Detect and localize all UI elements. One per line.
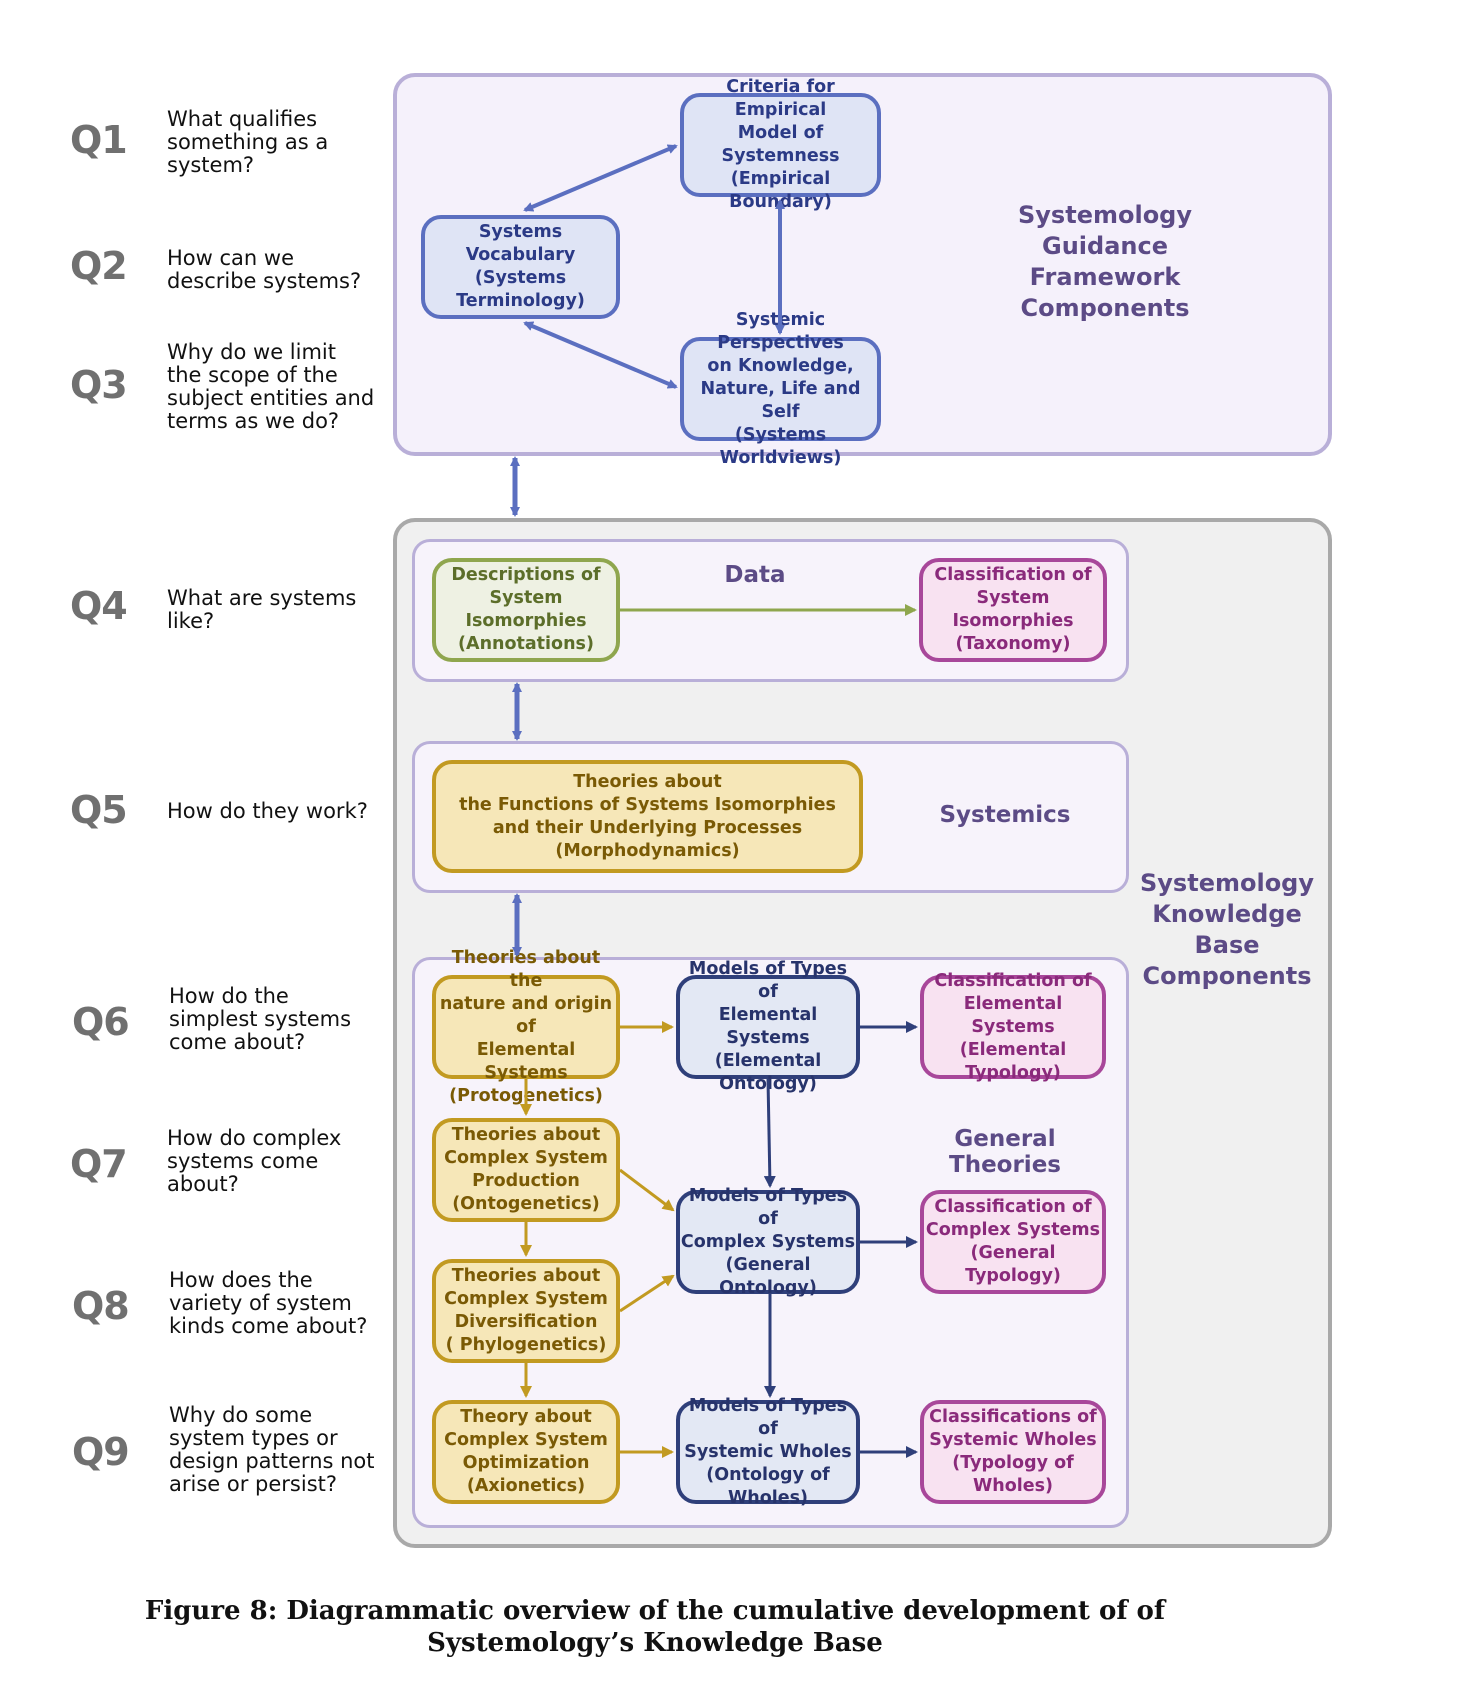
knowledge-base-heading: Systemology Knowledge Base Components [1140,869,1314,990]
q6-label: Q6 [72,1000,130,1044]
q4-text: What are systems like? [167,586,357,633]
descriptions-node: Descriptions of System Isomorphies (Anno… [432,558,620,662]
complex-class-node: Classification of Complex Systems (Gener… [920,1190,1106,1294]
guidance-framework-heading: Systemology Guidance Framework Component… [1018,201,1192,322]
arrow-vocabulary-criteria [523,144,678,212]
systemics-theories-node: Theories about the Functions of Systems … [432,760,863,873]
figure-caption: Figure 8: Diagrammatic overview of the c… [144,1596,1166,1658]
arrow-ontogenetics-complex [619,1168,675,1212]
q4-label: Q4 [70,584,128,628]
complex-models-node: Models of Types of Complex Systems (Gene… [676,1186,860,1298]
arrow-vocabulary-perspectives [523,321,678,389]
elemental-class-node: Classification of Elemental Systems (Ele… [920,971,1106,1083]
arrow-phylogenetics-complex [619,1274,675,1313]
wholes-class-node: Classifications of Systemic Wholes (Typo… [920,1400,1106,1504]
q2-label: Q2 [70,244,128,288]
systemics-heading: Systemics [939,802,1071,828]
q7-label: Q7 [70,1142,128,1186]
classification-isomorphies-node: Classification of System Isomorphies (Ta… [919,558,1107,662]
q1-text: What qualifies something as a system? [167,107,329,177]
general-theories-heading: General Theories [949,1126,1061,1178]
axionetics-node: Theory about Complex System Optimization… [432,1400,620,1504]
q6-text: How do the simplest systems come about? [169,984,352,1054]
wholes-models-node: Models of Types of Systemic Wholes (Onto… [676,1396,860,1508]
data-heading: Data [724,562,786,588]
q9-text: Why do some system types or design patte… [169,1403,375,1496]
q3-text: Why do we limit the scope of the subject… [167,340,375,433]
q8-label: Q8 [72,1284,130,1328]
q5-label: Q5 [70,788,128,832]
q3-label: Q3 [70,363,128,407]
ontogenetics-node: Theories about Complex System Production… [432,1118,620,1222]
vocabulary-node: Systems Vocabulary (Systems Terminology) [421,215,620,319]
q2-text: How can we describe systems? [167,246,362,293]
q7-text: How do complex systems come about? [167,1126,342,1196]
arrow-elemental-complex [763,1078,776,1188]
q9-label: Q9 [72,1430,130,1474]
q5-text: How do they work? [167,799,368,823]
q1-label: Q1 [70,118,128,162]
q8-text: How does the variety of system kinds com… [169,1268,368,1338]
phylogenetics-node: Theories about Complex System Diversific… [432,1259,620,1363]
